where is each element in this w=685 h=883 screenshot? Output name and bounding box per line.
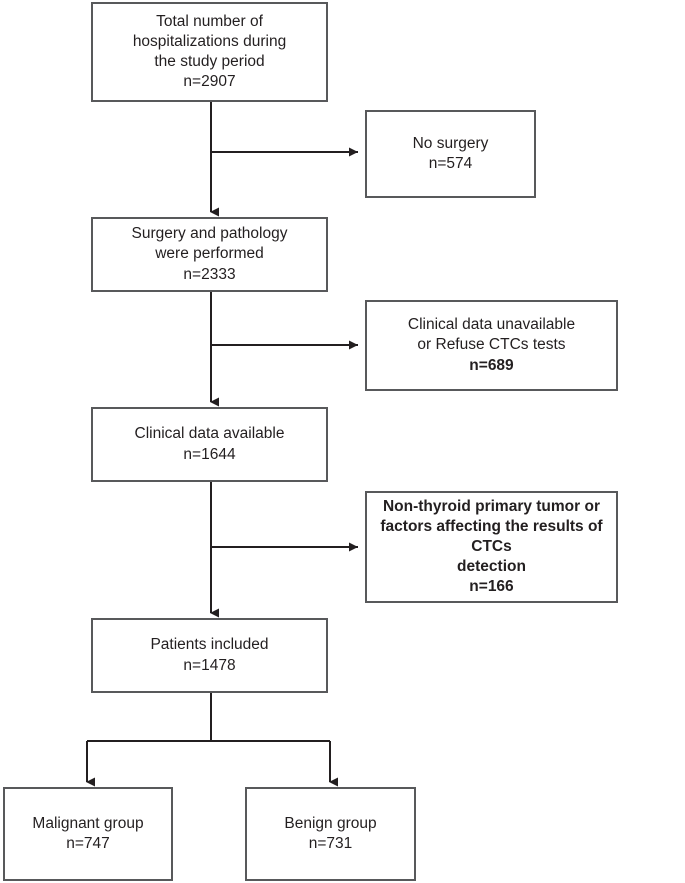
node-benign-count: n=731: [308, 835, 353, 852]
node-no-surgery-label: No surgery: [412, 134, 489, 152]
node-benign-label: Benign group: [284, 814, 377, 832]
node-non-thyroid-exclusion: Non-thyroid primary tumor or factors aff…: [365, 491, 618, 603]
node-malignant-count: n=747: [66, 835, 110, 852]
node-benign-group: Benign group n=731: [245, 787, 416, 881]
node-total-label: Total number of hospitalizations during …: [132, 12, 287, 70]
node-clinical-label: Clinical data available: [134, 425, 285, 443]
node-no-surgery-count: n=574: [428, 155, 473, 172]
node-included-label: Patients included: [150, 636, 269, 654]
node-nonthyroid-count: n=166: [469, 578, 514, 596]
node-clinical-data-unavailable: Clinical data unavailable or Refuse CTCs…: [365, 300, 618, 391]
node-malignant-group: Malignant group n=747: [3, 787, 173, 881]
node-clinical-count: n=1644: [183, 445, 236, 463]
node-surgery-and-pathology: Surgery and pathology were performed n=2…: [91, 217, 328, 292]
node-patients-included: Patients included n=1478: [91, 618, 328, 693]
node-nonthyroid-label: Non-thyroid primary tumor or factors aff…: [380, 497, 603, 576]
node-malignant-label: Malignant group: [32, 814, 144, 832]
node-unavailable-count: n=689: [469, 356, 514, 374]
node-surgery-count: n=2333: [183, 265, 236, 283]
node-no-surgery: No surgery n=574: [365, 110, 536, 198]
node-unavailable-label: Clinical data unavailable or Refuse CTCs…: [407, 316, 576, 354]
node-included-count: n=1478: [183, 656, 236, 674]
node-total-hospitalizations: Total number of hospitalizations during …: [91, 2, 328, 102]
node-surgery-label: Surgery and pathology were performed: [131, 225, 288, 263]
node-total-count: n=2907: [183, 73, 236, 91]
node-clinical-data-available: Clinical data available n=1644: [91, 407, 328, 482]
